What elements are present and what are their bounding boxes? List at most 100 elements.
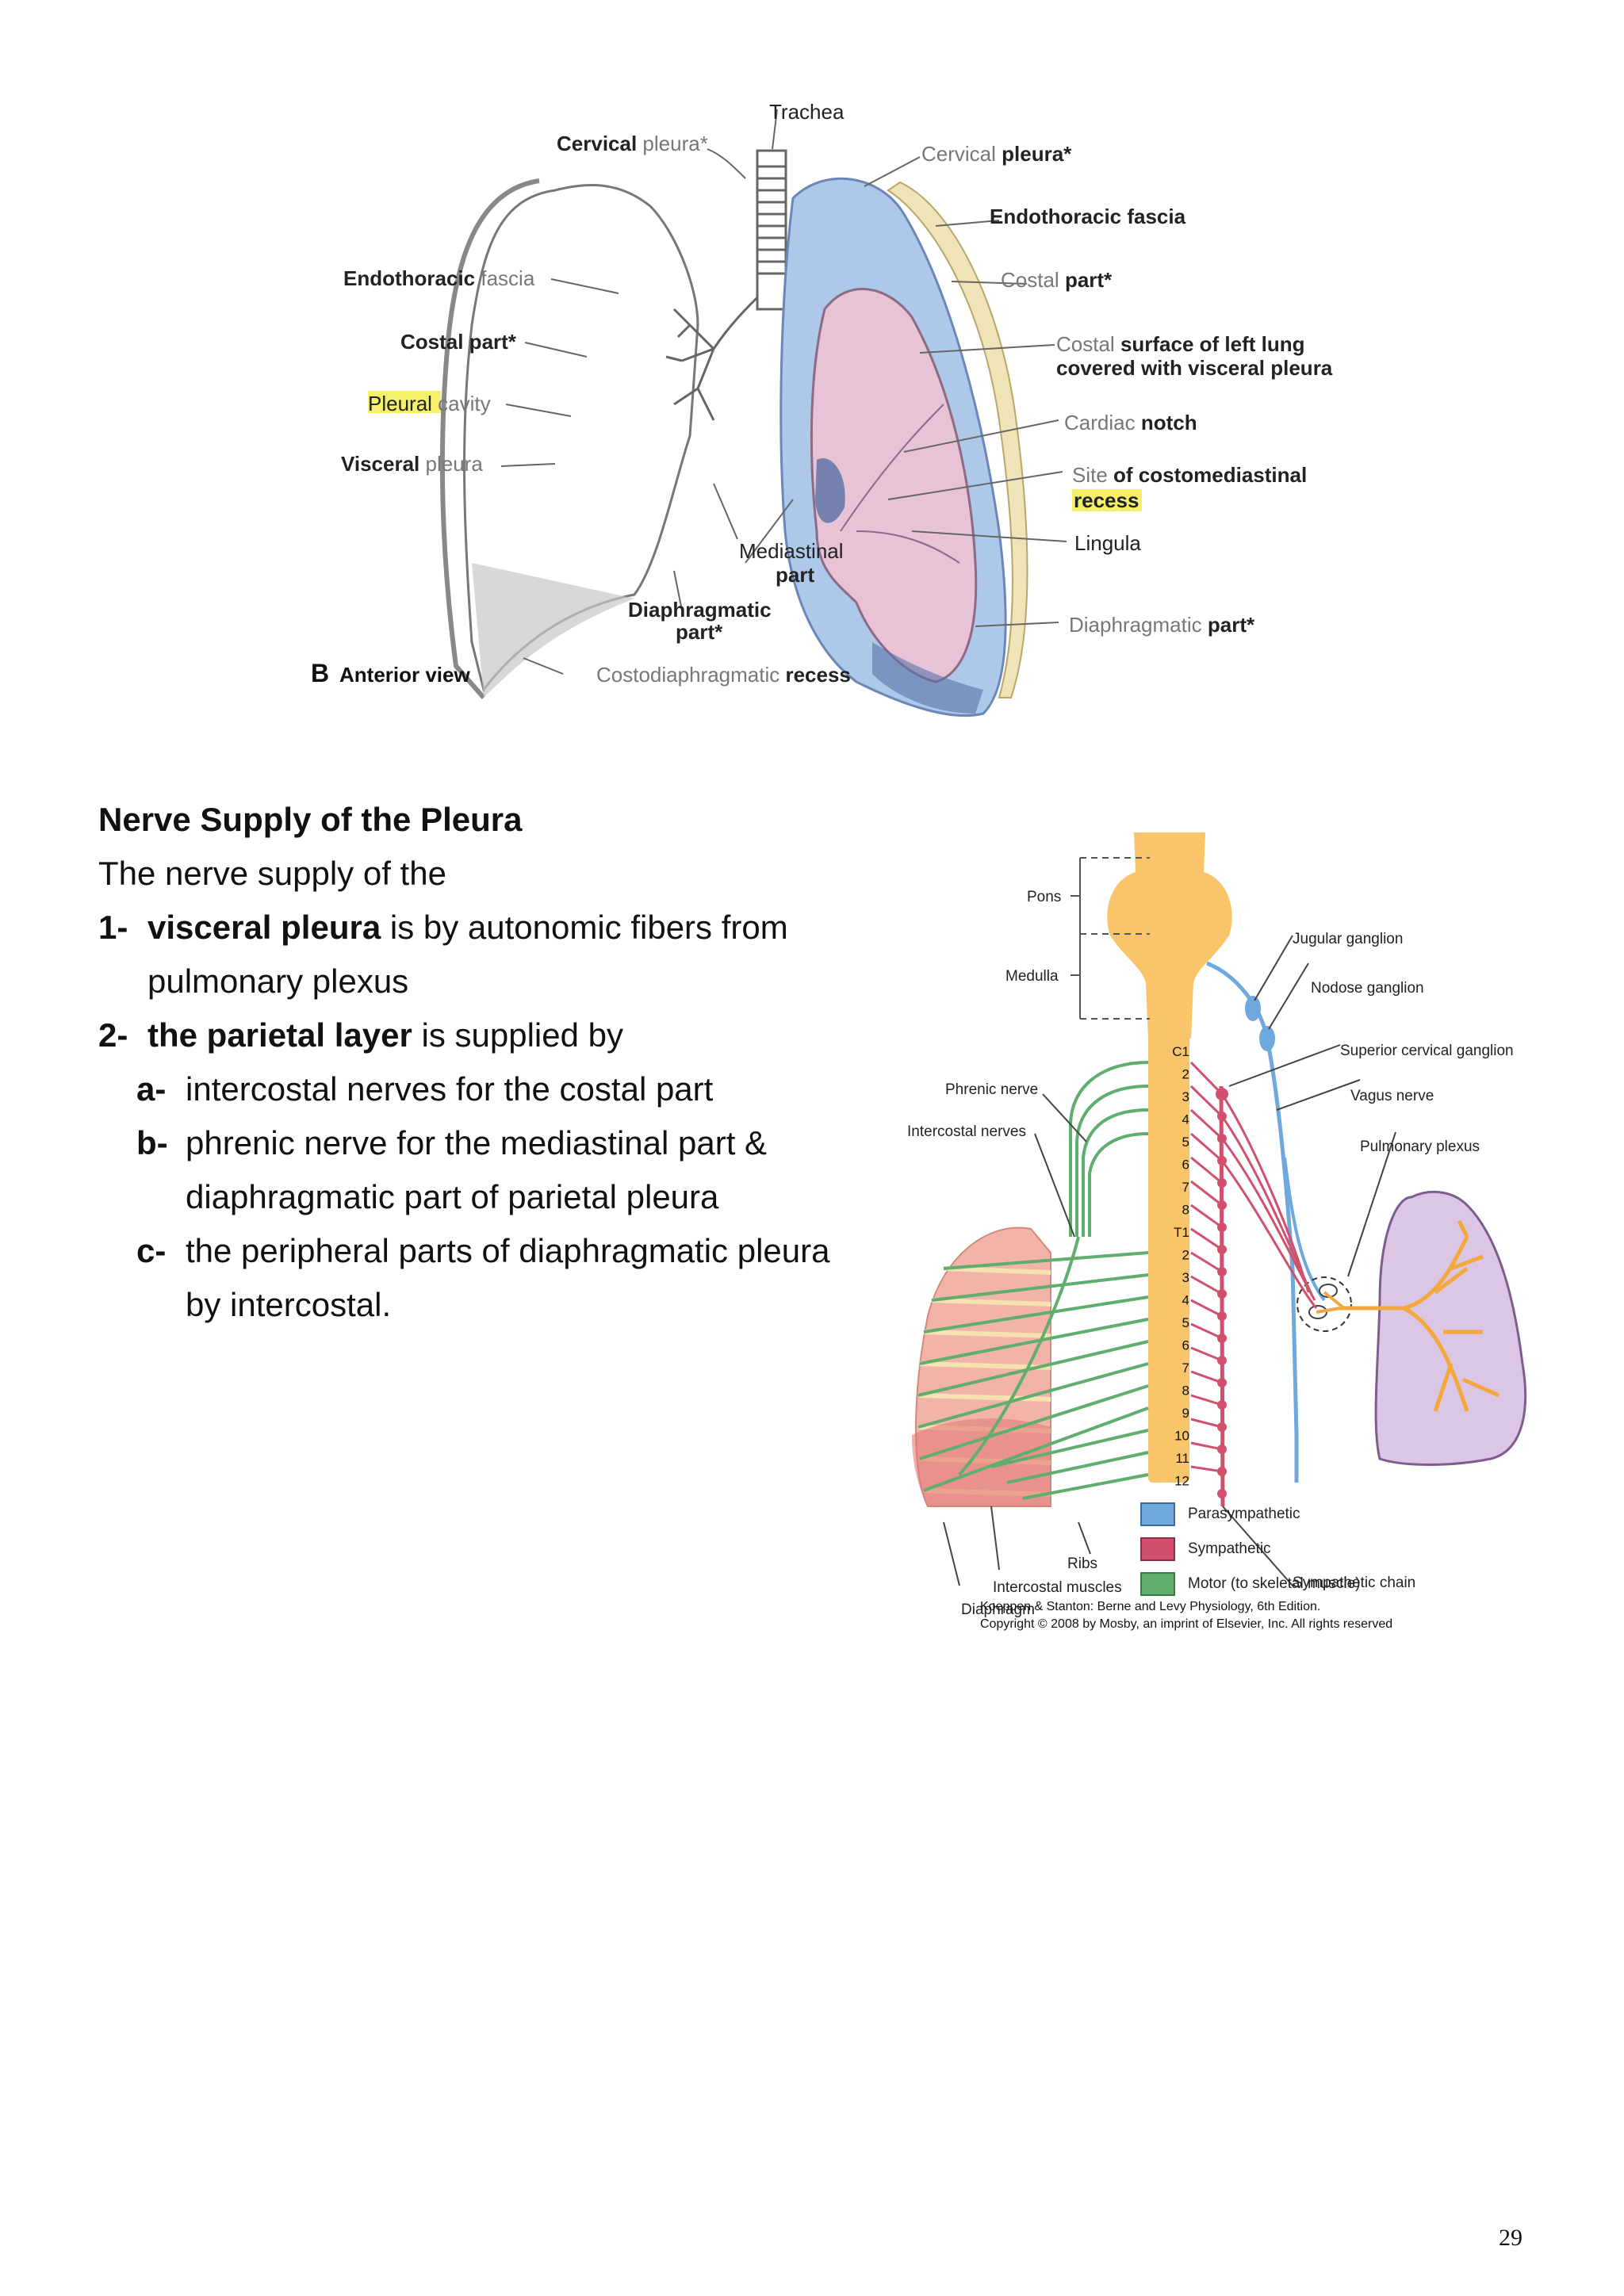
legend-label: Parasympathetic bbox=[1188, 1506, 1300, 1522]
vertebra-label: 5 bbox=[1182, 1135, 1189, 1150]
list-item: 1- visceral pleura is by autonomic fiber… bbox=[98, 901, 907, 955]
legend-label: Motor (to skeletal muscle) bbox=[1188, 1575, 1361, 1592]
sub-item-text: intercostal nerves for the costal part bbox=[186, 1070, 714, 1108]
nerve-supply-section: Nerve Supply of the Pleura The nerve sup… bbox=[98, 793, 907, 1332]
sub-item-letter: c- bbox=[136, 1232, 167, 1269]
legend-item: Parasympathetic bbox=[1140, 1497, 1361, 1532]
label-lingula: Lingula bbox=[1074, 531, 1141, 555]
cardiac-notch-region bbox=[815, 458, 845, 523]
list-item: 2- the parietal layer is supplied by bbox=[98, 1008, 907, 1062]
label-ribs: Ribs bbox=[1067, 1556, 1097, 1572]
trachea bbox=[756, 149, 787, 311]
pulmonary-plexus-circle bbox=[1297, 1276, 1352, 1332]
label-mediastinal-part: part bbox=[776, 563, 814, 587]
label-view-letter: B bbox=[311, 659, 329, 687]
label-costal-part-left: Costal part* bbox=[400, 330, 517, 354]
label-diaphragmatic: Diaphragmatic bbox=[628, 598, 772, 622]
label-superior-cervical-ganglion: Superior cervical ganglion bbox=[1340, 1043, 1514, 1059]
label-diaphragmatic-part-right: Diaphragmatic part* bbox=[1069, 613, 1255, 637]
credit-line: Koeppen & Stanton: Berne and Levy Physio… bbox=[980, 1600, 1321, 1613]
item-bold-term: visceral pleura bbox=[147, 909, 381, 946]
vertebra-label: 10 bbox=[1174, 1429, 1189, 1444]
vertebra-label: 8 bbox=[1182, 1203, 1189, 1218]
sub-list-item: a- intercostal nerves for the costal par… bbox=[98, 1062, 907, 1116]
vertebra-label: 6 bbox=[1182, 1158, 1189, 1173]
motor-nerves bbox=[917, 1061, 1149, 1500]
label-visceral-pleura: Visceral pleura bbox=[341, 452, 483, 476]
sub-list-item: b- phrenic nerve for the mediastinal par… bbox=[98, 1116, 907, 1170]
section-intro: The nerve supply of the bbox=[98, 855, 446, 892]
legend-item: Motor (to skeletal muscle) bbox=[1140, 1567, 1361, 1601]
recess-highlight bbox=[1072, 489, 1142, 511]
sub-item-letter: b- bbox=[136, 1124, 168, 1161]
sub-item-letter: a- bbox=[136, 1070, 167, 1108]
diaphragm-shading bbox=[912, 1418, 1051, 1506]
jugular-ganglion bbox=[1245, 996, 1261, 1021]
vertebra-label: 11 bbox=[1175, 1451, 1189, 1466]
section-title: Nerve Supply of the Pleura bbox=[98, 801, 523, 838]
label-medulla: Medulla bbox=[1005, 968, 1059, 985]
bronchial-tree-orange bbox=[1340, 1219, 1500, 1412]
label-costal-surface-1: Costal surface of left lung bbox=[1056, 332, 1305, 356]
label-costodiaphragmatic-recess: Costodiaphragmatic recess bbox=[596, 663, 851, 687]
credit-line: Copyright © 2008 by Mosby, an imprint of… bbox=[980, 1617, 1393, 1631]
lingula-fissure bbox=[840, 404, 960, 564]
label-phrenic-nerve: Phrenic nerve bbox=[945, 1081, 1038, 1098]
nodose-ganglion bbox=[1259, 1026, 1275, 1051]
legend-swatch-parasympathetic bbox=[1140, 1502, 1175, 1526]
item-continuation: pulmonary plexus bbox=[147, 962, 409, 1000]
sub-item-text: the peripheral parts of diaphragmatic pl… bbox=[186, 1232, 830, 1269]
vertebra-label: 7 bbox=[1182, 1180, 1189, 1195]
sub-item-continuation: diaphragmatic part of parietal pleura bbox=[186, 1178, 719, 1215]
label-intercostal-muscles: Intercostal muscles bbox=[993, 1579, 1122, 1596]
label-mediastinal: Mediastinal bbox=[739, 539, 844, 563]
item-text: is supplied by bbox=[412, 1016, 623, 1054]
label-trachea: Trachea bbox=[769, 100, 845, 124]
label-diaphragmatic-part: part* bbox=[676, 620, 723, 644]
label-costal-surface-2: covered with visceral pleura bbox=[1056, 356, 1333, 380]
leader-lines bbox=[943, 935, 1396, 1586]
vertebra-label: 3 bbox=[1182, 1089, 1189, 1104]
plexus-fibers bbox=[1316, 1291, 1346, 1314]
legend-item: Sympathetic bbox=[1140, 1532, 1361, 1567]
vertebra-label: 6 bbox=[1182, 1338, 1189, 1353]
vertebra-label: 4 bbox=[1182, 1293, 1189, 1308]
label-nodose-ganglion: Nodose ganglion bbox=[1311, 980, 1424, 997]
pleura-anterior-view-figure: Trachea Cervical pleura* Cervical pleura… bbox=[311, 100, 1333, 718]
spinal-cord bbox=[1148, 1031, 1189, 1483]
vertebra-label: T1 bbox=[1174, 1225, 1189, 1240]
sympathetic-chain bbox=[1189, 1061, 1318, 1507]
label-sympathetic-chain: Sympathetic chain bbox=[1293, 1575, 1415, 1591]
endothoracic-fascia bbox=[887, 181, 1028, 698]
legend-label: Sympathetic bbox=[1188, 1540, 1271, 1557]
vertebra-label: 12 bbox=[1174, 1474, 1189, 1489]
sub-item-continuation: by intercostal. bbox=[186, 1286, 392, 1323]
pleura-innervation-figure: Pons Medulla bbox=[907, 832, 1527, 1618]
label-vagus-nerve: Vagus nerve bbox=[1350, 1088, 1434, 1104]
right-chest-wall bbox=[439, 178, 540, 699]
page-number: 29 bbox=[1499, 2225, 1522, 2251]
label-costal-part-right: Costal part* bbox=[1001, 268, 1113, 292]
item-bold-term: the parietal layer bbox=[147, 1016, 412, 1054]
vagus-nerve bbox=[1206, 961, 1299, 1483]
vertebra-label: 5 bbox=[1182, 1315, 1189, 1330]
label-recess: recess bbox=[1074, 488, 1139, 512]
legend-swatch-motor bbox=[1140, 1572, 1175, 1596]
lung-right bbox=[1374, 1190, 1527, 1466]
label-intercostal-nerves: Intercostal nerves bbox=[907, 1123, 1026, 1140]
label-cervical-pleura-left: Cervical pleura* bbox=[557, 132, 708, 155]
figure2-legend: Parasympathetic Sympathetic Motor (to sk… bbox=[1140, 1497, 1361, 1601]
label-costomediastinal-site: Site of costomediastinal bbox=[1072, 463, 1307, 487]
leader-lines bbox=[500, 109, 1067, 675]
vertebra-label: 7 bbox=[1182, 1360, 1189, 1376]
label-endothoracic-fascia-right: Endothoracic fascia bbox=[990, 205, 1186, 228]
label-diaphragm: Diaphragm bbox=[961, 1601, 1035, 1618]
figure2-credit: Koeppen & Stanton: Berne and Levy Physio… bbox=[980, 1598, 1392, 1633]
legend-swatch-sympathetic bbox=[1140, 1537, 1175, 1561]
label-pulmonary-plexus: Pulmonary plexus bbox=[1360, 1138, 1480, 1155]
sub-list-item: c- the peripheral parts of diaphragmatic… bbox=[98, 1224, 907, 1278]
brainstem bbox=[1107, 832, 1232, 1039]
item-number: 2- bbox=[98, 1016, 128, 1054]
vertebra-label: 9 bbox=[1182, 1406, 1189, 1421]
label-pons: Pons bbox=[1027, 889, 1061, 905]
